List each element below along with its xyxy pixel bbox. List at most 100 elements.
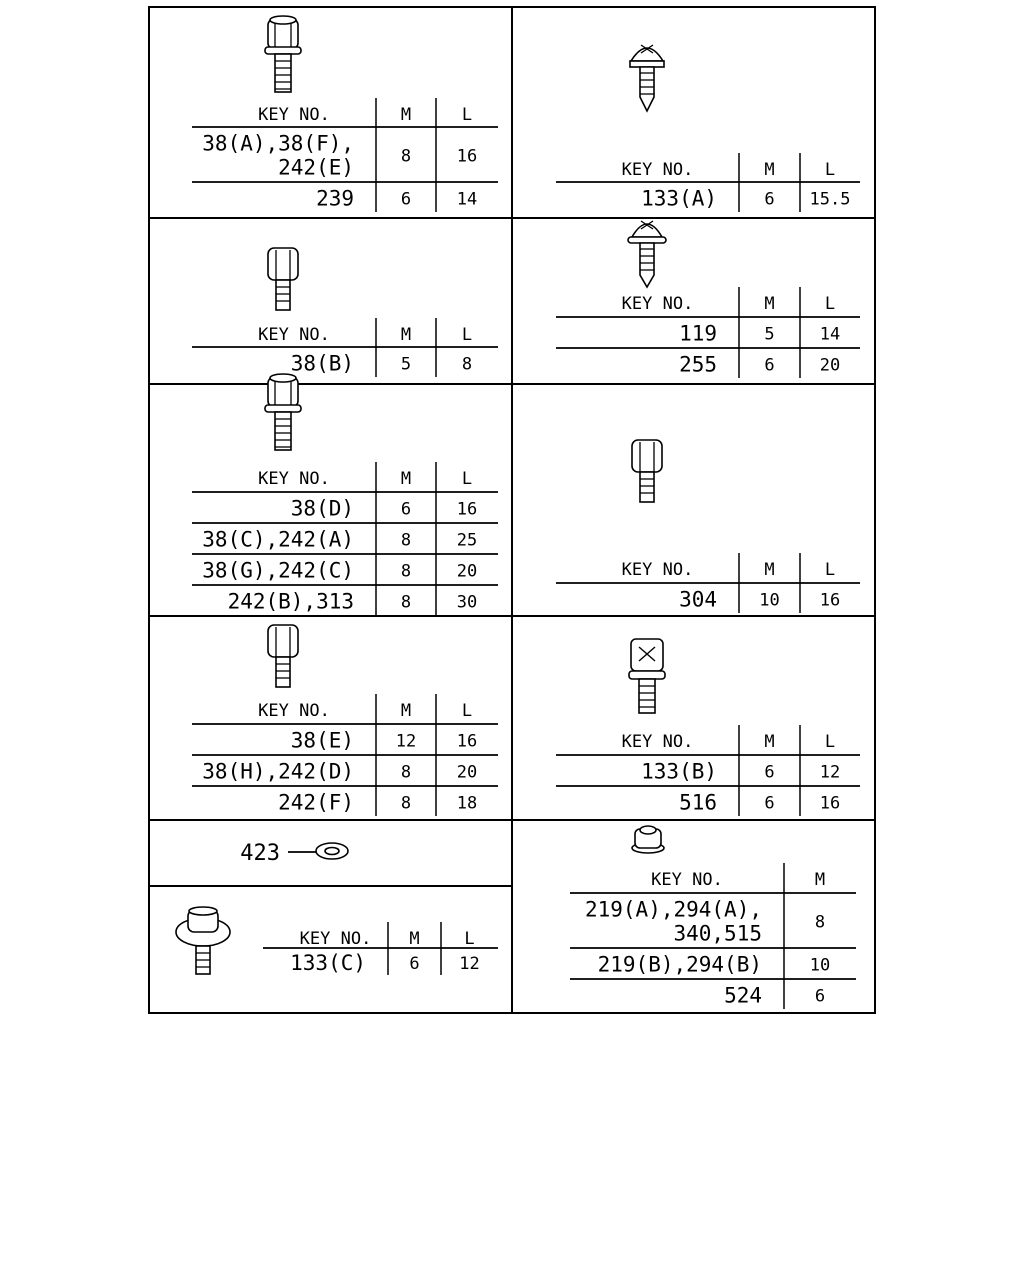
m-value: 6 (764, 356, 774, 376)
key-number: 133(C) (290, 951, 366, 975)
l-header: L (462, 469, 472, 489)
table-row: 133(A) 6 15.5 (641, 187, 850, 211)
table-row: 38(H),242(D) 8 20 (202, 760, 477, 784)
washer-callout: 423 (240, 841, 349, 866)
m-value: 8 (401, 763, 411, 783)
table-row: 239 6 14 (316, 187, 477, 211)
key-no-header: KEY NO. (622, 294, 694, 314)
table-row: 38(B) 5 8 (291, 352, 472, 376)
key-number: 38(D) (291, 497, 354, 521)
l-value: 30 (457, 593, 477, 613)
m-value: 6 (764, 794, 774, 814)
panel-grid (148, 6, 876, 1014)
washer-hex-bolt-icon (175, 906, 231, 975)
l-header: L (462, 325, 472, 345)
l-value: 25 (457, 531, 477, 551)
key-number: 219(B),294(B) (598, 953, 762, 977)
spec-table: KEY NO. M L 133(A) 6 15.5 (556, 153, 860, 212)
key-number: 242(E) (278, 156, 354, 180)
m-header: M (764, 294, 774, 314)
m-header: M (764, 732, 774, 752)
key-no-header: KEY NO. (622, 732, 694, 752)
key-number: 516 (679, 791, 717, 815)
l-value: 16 (457, 500, 477, 520)
key-number: 38(A),38(F), (202, 132, 354, 156)
phillips-tapping-screw-icon (629, 44, 665, 113)
hex-bolt-icon (631, 439, 663, 503)
callout-number: 423 (240, 841, 280, 866)
key-no-header: KEY NO. (258, 105, 330, 125)
rule-line (640, 44, 654, 54)
l-value: 15.5 (810, 190, 851, 210)
washer-icon (315, 842, 349, 860)
m-value: 10 (759, 591, 779, 611)
m-value: 6 (401, 190, 411, 210)
m-value: 10 (810, 956, 830, 976)
key-number: 219(A),294(A), (585, 898, 762, 922)
key-no-header: KEY NO. (300, 929, 372, 949)
m-value: 12 (396, 732, 416, 752)
key-number: 239 (316, 187, 354, 211)
l-value: 12 (820, 763, 840, 783)
key-number: 38(B) (291, 352, 354, 376)
m-value: 5 (764, 325, 774, 345)
m-value: 8 (401, 794, 411, 814)
l-value: 16 (820, 591, 840, 611)
l-header: L (825, 560, 835, 580)
l-value: 20 (820, 356, 840, 376)
table-row: 219(A),294(A),340,515 8 (585, 898, 825, 946)
key-number: 304 (679, 588, 717, 612)
m-value: 8 (815, 913, 825, 933)
hex-bolt-icon (267, 624, 299, 688)
key-no-header: KEY NO. (651, 870, 723, 890)
m-header: M (815, 870, 825, 890)
key-number: 38(E) (291, 729, 354, 753)
m-value: 6 (764, 190, 774, 210)
flange-nut-icon (631, 825, 665, 854)
l-value: 14 (457, 190, 477, 210)
l-header: L (462, 105, 472, 125)
l-value: 20 (457, 763, 477, 783)
l-value: 16 (820, 794, 840, 814)
l-header: L (825, 160, 835, 180)
flange-hex-bolt-icon (264, 373, 302, 451)
key-no-header: KEY NO. (622, 160, 694, 180)
m-value: 6 (815, 987, 825, 1007)
key-number: 242(B),313 (228, 590, 354, 614)
key-number: 340,515 (673, 922, 762, 946)
l-value: 12 (459, 954, 479, 974)
key-no-header: KEY NO. (622, 560, 694, 580)
key-number: 38(C),242(A) (202, 528, 354, 552)
m-value: 8 (401, 531, 411, 551)
l-value: 20 (457, 562, 477, 582)
l-header: L (462, 701, 472, 721)
l-value: 16 (457, 147, 477, 167)
key-number: 133(A) (641, 187, 717, 211)
table-row: 304 10 16 (679, 588, 840, 612)
m-header: M (764, 160, 774, 180)
key-number: 38(H),242(D) (202, 760, 354, 784)
l-header: L (464, 929, 474, 949)
table-row: 516 6 16 (679, 791, 840, 815)
m-header: M (409, 929, 419, 949)
hex-bolt-icon (267, 247, 299, 311)
l-value: 8 (462, 355, 472, 375)
m-value: 5 (401, 355, 411, 375)
